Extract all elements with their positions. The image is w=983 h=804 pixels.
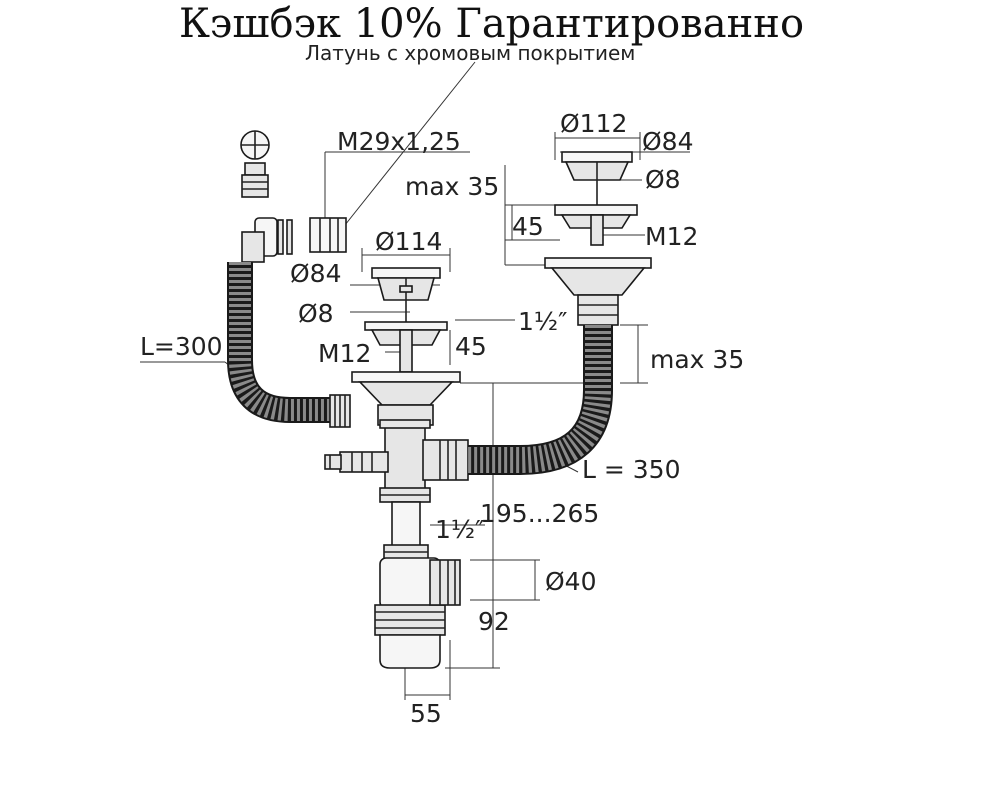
hose-right-label: L = 350 bbox=[582, 455, 681, 484]
main-tee bbox=[324, 419, 469, 560]
right-inner-dia: Ø84 bbox=[642, 127, 694, 156]
brass-note: Латунь с хромовым покрытием bbox=[305, 41, 635, 65]
right-strainer bbox=[544, 151, 652, 326]
outlet-dia-label: Ø40 bbox=[545, 567, 597, 596]
left-outer-dia: Ø114 bbox=[375, 227, 442, 256]
max-right-label: max 35 bbox=[650, 345, 744, 374]
overflow-grille-icon bbox=[240, 130, 270, 198]
height-range-label: 195...265 bbox=[480, 499, 599, 528]
trap-height-label: 92 bbox=[478, 607, 510, 636]
right-max-label: max 35 bbox=[405, 172, 499, 201]
cashback-banner: Кэшбэк 10% Гарантированно bbox=[178, 1, 805, 47]
trap-width-label: 55 bbox=[410, 699, 442, 728]
right-bolt-label: M12 bbox=[645, 222, 698, 251]
thread-top-label: 1½″ bbox=[518, 307, 567, 336]
left-hose bbox=[227, 262, 351, 428]
overflow-elbow-icon bbox=[241, 217, 347, 263]
bottle-trap bbox=[374, 557, 461, 669]
hose-left-label: L=300 bbox=[140, 332, 223, 361]
left-rod-dia: Ø8 bbox=[298, 299, 334, 328]
right-hose bbox=[468, 325, 613, 475]
right-height-label: 45 bbox=[512, 212, 544, 241]
left-bolt-label: M12 bbox=[318, 339, 371, 368]
right-rod-dia: Ø8 bbox=[645, 165, 681, 194]
thread-bottom-label: 1½″ bbox=[435, 515, 484, 544]
left-inner-dia: Ø84 bbox=[290, 259, 342, 288]
labels: Латунь с хромовым покрытием M29x1,25 Ø11… bbox=[140, 41, 744, 728]
left-height-label: 45 bbox=[455, 332, 487, 361]
thread-label: M29x1,25 bbox=[337, 127, 461, 156]
right-outer-dia: Ø112 bbox=[560, 109, 627, 138]
